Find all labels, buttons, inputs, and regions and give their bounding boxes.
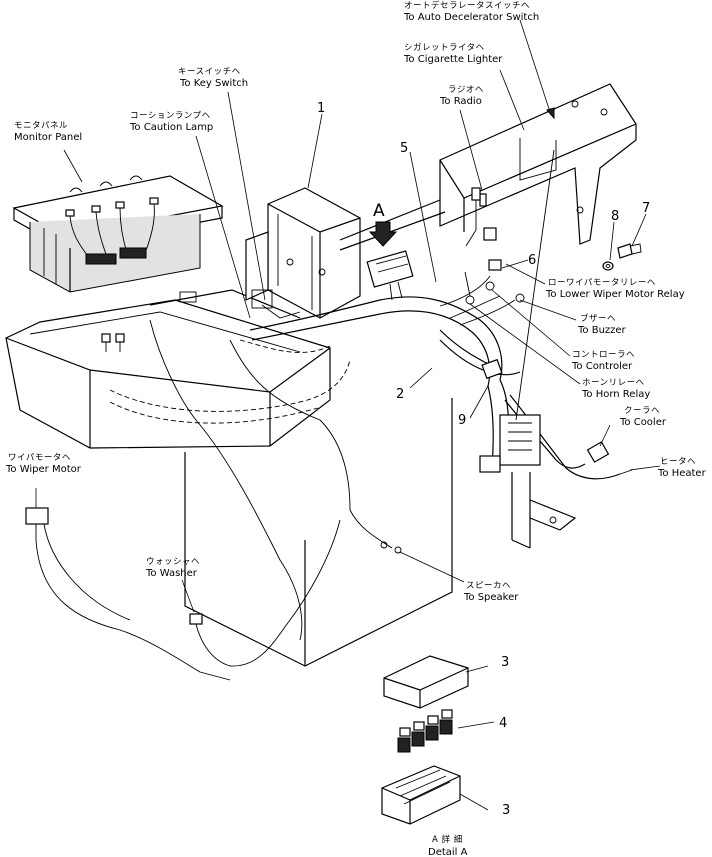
callout-7: 7 [642, 201, 650, 216]
label-lower-wiper-en: To Lower Wiper Motor Relay [545, 289, 685, 300]
label-cig-jp: シガレットライタヘ [404, 42, 485, 53]
leader-lines [35, 19, 661, 811]
label-horn-jp: ホーンリレーヘ [582, 378, 645, 388]
label-wiper-motor-jp: ワイパモータヘ [8, 453, 71, 463]
callout-8: 8 [611, 209, 619, 224]
label-lower-wiper-jp: ローワイパモータリレーヘ [548, 278, 656, 288]
label-buzzer-jp: ブザーヘ [580, 313, 616, 324]
label-monitor-jp: モニタパネル [14, 121, 68, 131]
label-horn-en: To Horn Relay [581, 389, 650, 400]
label-radio-jp: ラジオヘ [448, 85, 484, 95]
label-controller-en: To Controler [571, 361, 633, 372]
relay-set [397, 709, 453, 753]
label-key-jp: キースイッチヘ [178, 67, 241, 77]
callout-3-top: 3 [501, 655, 509, 670]
detail-a-assembly [381, 655, 469, 825]
label-buzzer-en: To Buzzer [577, 325, 627, 336]
label-monitor-en: Monitor Panel [14, 132, 82, 143]
label-key-en: To Key Switch [179, 78, 248, 89]
label-cooler-en: To Cooler [619, 417, 667, 428]
label-heater-jp: ヒータヘ [660, 457, 696, 467]
label-detail-jp: A 詳 細 [432, 834, 463, 845]
label-speaker-jp: スピーカヘ [466, 581, 511, 591]
key-switch-housing [245, 187, 361, 319]
label-view-a: A [373, 201, 385, 221]
callout-5: 5 [400, 141, 408, 156]
bolt-and-washer [602, 243, 642, 271]
harness-cooler-heater [479, 149, 633, 549]
callout-9: 9 [458, 413, 466, 428]
label-speaker-en: To Speaker [463, 592, 519, 603]
label-caution-en: To Caution Lamp [129, 122, 213, 133]
label-auto-decel-en: To Auto Decelerator Switch [403, 12, 539, 23]
callout-4: 4 [499, 716, 507, 731]
label-auto-decel-jp: オートデセラレータスイッチヘ [404, 0, 530, 11]
monitor-panel [12, 175, 224, 293]
label-cooler-jp: クーラヘ [624, 406, 660, 416]
callout-numbers: 1 2 3 4 3 5 6 7 8 9 [317, 101, 650, 818]
label-radio-en: To Radio [439, 96, 482, 107]
label-controller-jp: コントローラヘ [572, 350, 635, 360]
label-wiper-motor-en: To Wiper Motor [5, 464, 82, 475]
label-washer-en: To Washer [145, 568, 198, 579]
monitor-connectors [65, 197, 159, 265]
label-washer-jp: ウォッシャヘ [146, 557, 200, 567]
support-bracket [339, 83, 637, 271]
label-detail-en: Detail A [428, 847, 468, 857]
diagram-labels: オートデセラレータスイッチヘ To Auto Decelerator Switc… [5, 0, 707, 857]
callout-2: 2 [396, 387, 404, 402]
callout-6: 6 [528, 253, 536, 268]
callout-1: 1 [317, 101, 325, 116]
console-cabinet [5, 289, 453, 667]
label-caution-jp: コーションランプヘ [130, 111, 211, 121]
harness-left [25, 319, 402, 681]
label-cig-en: To Cigarette Lighter [403, 54, 503, 65]
label-heater-en: To Heater [657, 468, 707, 479]
connector-a [366, 250, 414, 301]
callout-3-bottom: 3 [502, 803, 510, 818]
